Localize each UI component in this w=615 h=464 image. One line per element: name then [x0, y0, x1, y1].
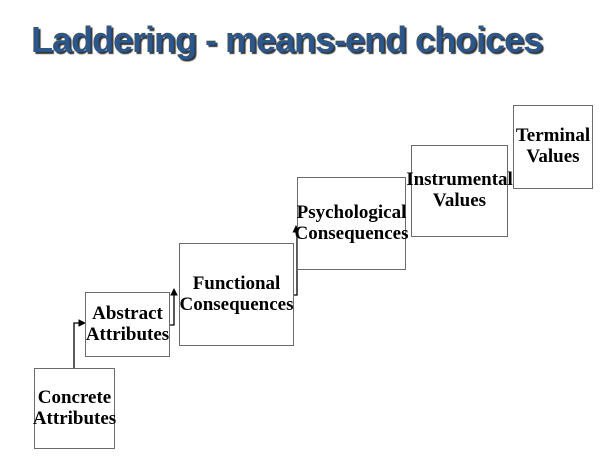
step-label-line: Values: [526, 146, 580, 167]
arrow-elbow-line: [73, 322, 80, 369]
step-box-terminal-values: Terminal Values: [513, 105, 593, 189]
arrowhead-up-icon: [170, 288, 178, 296]
step-box-functional-consequences: Functional Consequences: [179, 243, 294, 346]
arrow-abstract-to-functional: [170, 288, 178, 326]
arrow-concrete-to-abstract: [73, 319, 86, 369]
step-box-abstract-attributes: Abstract Attributes: [85, 292, 170, 357]
step-label-line: Instrumental: [406, 169, 513, 191]
step-label-line: Attributes: [32, 407, 117, 429]
step-label-line: Consequences: [294, 222, 409, 244]
step-label-line: Consequences: [179, 293, 294, 315]
step-label-line: Attributes: [85, 323, 170, 345]
arrow-elbow-line: [170, 294, 175, 326]
step-label-line: Psychological: [296, 201, 407, 223]
arrowhead-right-icon: [78, 319, 86, 327]
step-box-concrete-attributes: Concrete Attributes: [32, 368, 117, 449]
step-label-line: Terminal: [515, 125, 591, 147]
step-box-psychological-consequences: Psychological Consequences: [294, 177, 409, 270]
step-label-line: Functional: [192, 272, 281, 294]
step-label-line: Concrete: [37, 386, 112, 408]
step-box-instrumental-values: Instrumental Values: [406, 145, 513, 237]
step-label-line: Abstract: [92, 302, 163, 324]
step-label-line: Values: [432, 190, 487, 211]
slide-title: Laddering - means-end choices: [31, 19, 543, 60]
